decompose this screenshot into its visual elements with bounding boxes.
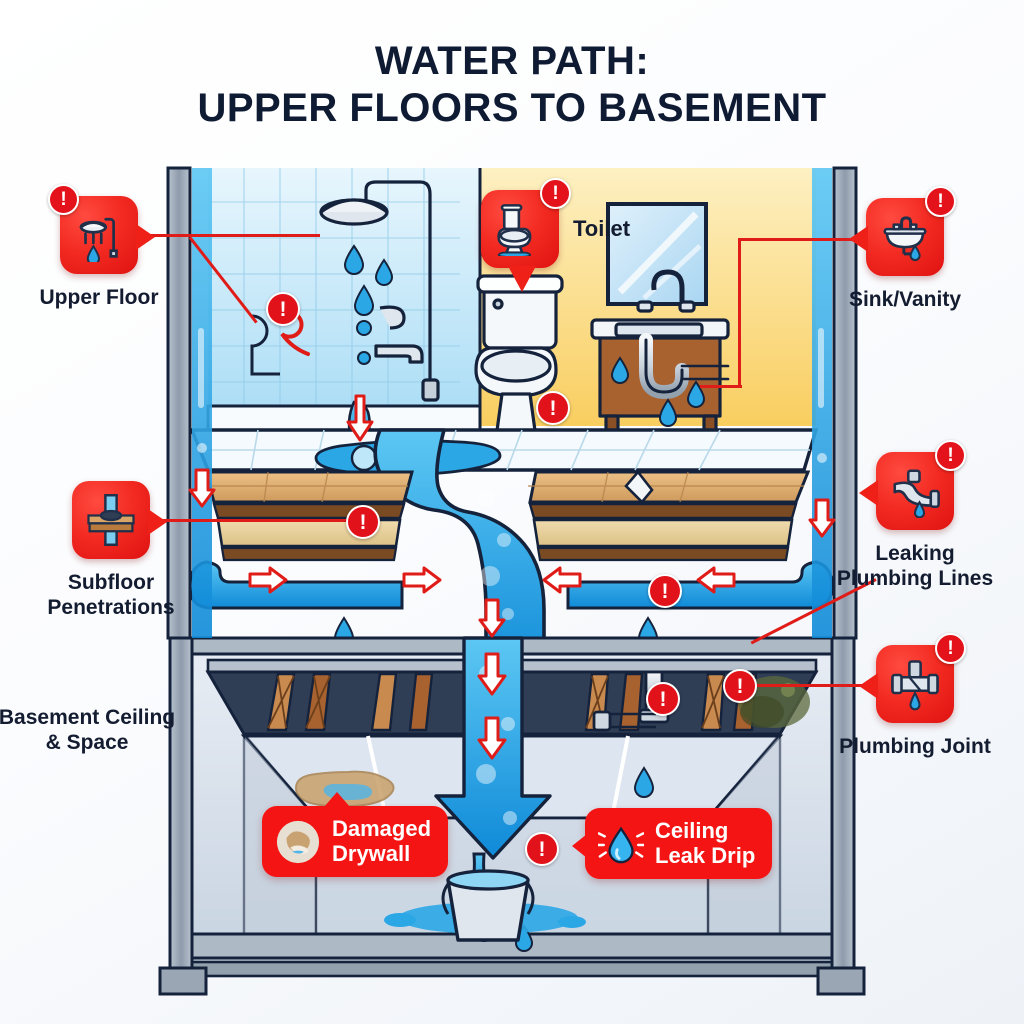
subfloor-plank-left <box>204 470 414 562</box>
callout-ceiling-leak-drip[interactable]: Ceiling Leak Drip <box>572 808 773 880</box>
damaged-drywall-pill[interactable]: Damaged Drywall <box>262 792 449 878</box>
callout-basement-ceiling-space[interactable]: Basement Ceiling & Space <box>0 706 182 756</box>
leader-sink-vanity-b <box>700 385 742 388</box>
marker-basement-mold[interactable]: ! <box>723 669 757 703</box>
marker-basement-pipe[interactable]: ! <box>646 682 680 716</box>
badge-pointer-tail <box>849 226 868 252</box>
arrow-wall-right <box>808 498 836 538</box>
leaking-plumbing-lines-label: Leaking Plumbing Lines <box>836 542 994 590</box>
pipe-tee-joint-icon <box>891 660 939 711</box>
catch-bucket <box>384 869 586 942</box>
toilet-label: Toilet <box>573 216 631 241</box>
sink-vanity-badge[interactable]: ! <box>849 186 956 276</box>
pipe-through-floor-icon <box>87 494 135 546</box>
leader-sink-vanity-h <box>738 238 864 241</box>
vanity-ptrap-pipe <box>639 333 735 400</box>
floor-drain-icon <box>350 444 378 472</box>
leaking-pipe-icon <box>893 469 940 518</box>
callout-upper-floor[interactable]: ! Upper Floor <box>40 184 189 311</box>
alert-exclamation-icon: ! <box>935 633 966 664</box>
leaking-plumbing-lines-badge[interactable]: ! <box>859 440 966 530</box>
toilet-icon <box>497 204 532 256</box>
badge-pointer-tail <box>859 480 878 506</box>
arrow-cavity-right-1 <box>542 566 582 594</box>
callout-damaged-drywall[interactable]: Damaged Drywall <box>262 792 449 878</box>
badge-pointer-tail <box>508 266 536 292</box>
leader-plumbing-joint <box>740 684 866 687</box>
arrow-shower-drain <box>346 394 374 442</box>
subfloor-assembly <box>204 469 811 562</box>
pill-pointer-notch <box>572 834 587 858</box>
upper-floor-badge[interactable]: ! <box>48 184 155 274</box>
basement-ceiling-space-label: Basement Ceiling & Space <box>0 706 176 754</box>
sink-vanity-label: Sink/Vanity <box>848 288 962 311</box>
arrow-cavity-right-2 <box>696 566 736 594</box>
building-cutaway-diagram <box>158 166 866 1000</box>
leader-sink-vanity-v <box>738 238 741 388</box>
bathroom-tile-floor <box>189 428 819 472</box>
subfloor-penetrations-badge[interactable] <box>72 481 167 559</box>
toilet-badge[interactable]: ! <box>481 178 571 292</box>
ceiling-leak-drip-pill[interactable]: Ceiling Leak Drip <box>572 808 773 880</box>
leader-subfloor <box>146 519 366 522</box>
shower-valve-detail <box>250 314 280 376</box>
water-stain-icon <box>276 820 320 863</box>
joist-cavity-water-left <box>188 560 404 610</box>
title-line-1: WATER PATH: <box>374 39 650 83</box>
ceiling-leak-drip-text: Ceiling Leak Drip <box>655 818 756 868</box>
plumbing-joint-badge[interactable]: ! <box>859 633 966 723</box>
marker-subfloor-mid[interactable]: ! <box>648 574 682 608</box>
pill-pointer-notch <box>324 792 350 807</box>
subfloor-plank-right <box>528 469 811 562</box>
callout-subfloor-penetrations[interactable]: Subfloor Penetrations <box>47 481 201 621</box>
shower-water-drips <box>343 244 394 365</box>
arrow-cavity-left-1 <box>248 566 288 594</box>
damaged-drywall-text: Damaged Drywall <box>332 816 432 866</box>
badge-pointer-tail <box>859 673 878 699</box>
tub-spout-fixture <box>374 305 424 364</box>
alert-exclamation-icon: ! <box>48 184 79 215</box>
mirror-fixture <box>606 202 708 306</box>
joist-cavity-water-right <box>566 560 834 610</box>
callout-sink-vanity[interactable]: ! Sink/Vanity <box>849 186 995 313</box>
arrow-cavity-left-2 <box>402 566 442 594</box>
flow-arrows <box>188 394 836 760</box>
arrow-main-column <box>478 598 506 638</box>
callout-plumbing-joint[interactable]: ! Plumbing Joint <box>839 633 1005 760</box>
arrow-basement-2 <box>477 716 507 760</box>
vanity-leak-drips <box>610 356 706 427</box>
callout-toilet[interactable]: ! Toilet <box>481 178 631 292</box>
toilet-fixture <box>474 274 564 440</box>
alert-exclamation-icon: ! <box>925 186 956 217</box>
plumbing-joint-label: Plumbing Joint <box>839 735 991 758</box>
marker-ceiling-drip[interactable]: ! <box>525 832 559 866</box>
page-title: WATER PATH: UPPER FLOORS TO BASEMENT <box>0 38 1024 132</box>
marker-shower[interactable]: ! <box>266 292 300 326</box>
title-line-2: UPPER FLOORS TO BASEMENT <box>197 86 827 131</box>
marker-subfloor-left[interactable]: ! <box>346 505 380 539</box>
water-drop-icon <box>598 826 644 863</box>
leader-upper-floor <box>148 234 320 237</box>
alert-exclamation-icon: ! <box>540 178 571 209</box>
sink-icon <box>883 216 927 262</box>
badge-pointer-tail <box>148 509 167 535</box>
shower-icon <box>79 217 118 262</box>
shower-head-fixture <box>319 180 440 402</box>
arrow-wall-left <box>188 468 216 508</box>
callout-leaking-plumbing-lines[interactable]: ! Leaking Plumbing Lines <box>837 440 1005 592</box>
marker-toilet-base[interactable]: ! <box>536 391 570 425</box>
upper-floor-label: Upper Floor <box>39 286 159 309</box>
arrow-basement-1 <box>477 652 507 696</box>
badge-pointer-tail <box>136 224 155 250</box>
alert-exclamation-icon: ! <box>935 440 966 471</box>
subfloor-penetrations-label: Subfloor Penetrations <box>47 571 175 619</box>
